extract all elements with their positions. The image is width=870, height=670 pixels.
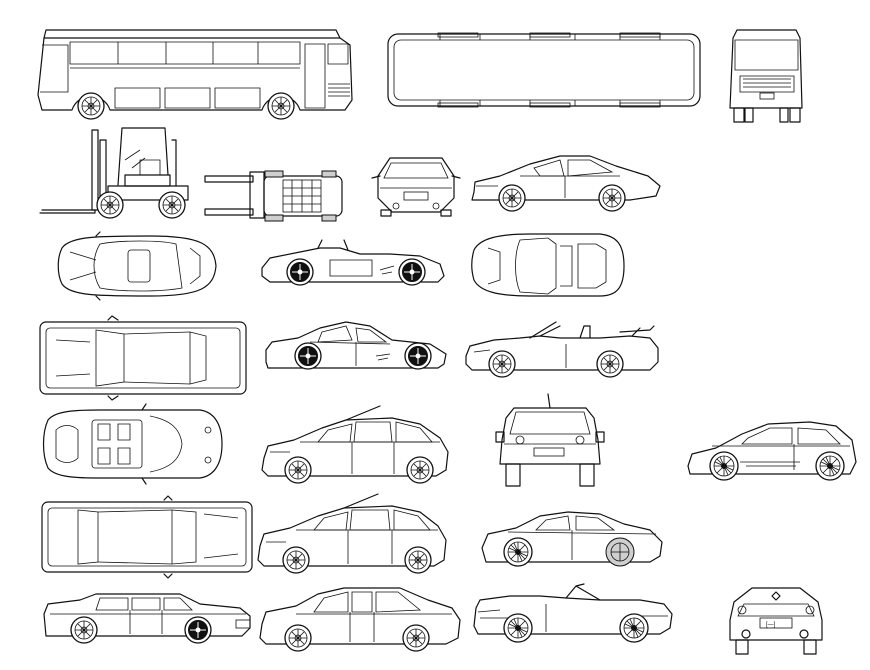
porsche-side-icon bbox=[471, 155, 661, 212]
sedan2-side-icon bbox=[259, 587, 461, 652]
roadster-side-icon bbox=[261, 239, 445, 286]
bus-top-icon bbox=[387, 32, 701, 108]
convertible-top-icon bbox=[42, 403, 223, 485]
bus-side-icon bbox=[37, 29, 353, 120]
roadster2-side-icon bbox=[473, 583, 673, 643]
hatchback-rear-icon bbox=[495, 393, 605, 487]
coupe-side-icon bbox=[265, 321, 447, 370]
sportscar-top-icon bbox=[57, 231, 217, 301]
hatchback2-side-icon bbox=[257, 493, 447, 574]
bus-rear-icon bbox=[729, 29, 803, 123]
coupe-rear-icon: [—] bbox=[729, 587, 823, 655]
svg-text:[—]: [—] bbox=[766, 622, 776, 628]
classic-sedan-side-icon bbox=[43, 593, 251, 644]
porsche-rear-icon bbox=[371, 157, 461, 217]
sedan-top-icon bbox=[39, 315, 247, 401]
porsche-top-icon bbox=[471, 233, 625, 297]
forklift-top-icon bbox=[204, 170, 343, 222]
cabrio-side-icon bbox=[465, 321, 659, 378]
limo-top-icon bbox=[41, 495, 253, 579]
tuned-coupe-side-icon bbox=[481, 511, 663, 567]
hatchback-side-icon bbox=[261, 405, 449, 484]
tuned-hatch-side-icon bbox=[687, 421, 857, 481]
forklift-side-icon bbox=[39, 127, 189, 219]
